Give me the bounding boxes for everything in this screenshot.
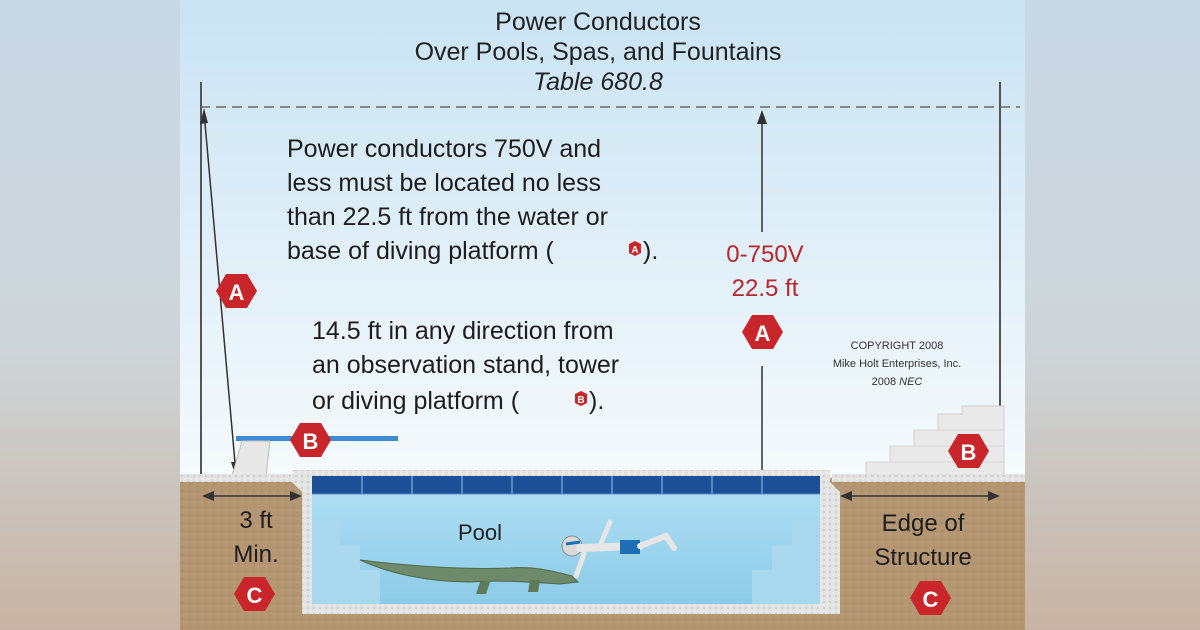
marker-b-stand: B bbox=[948, 434, 989, 468]
swimmer bbox=[561, 519, 677, 579]
copyright-code: NEC bbox=[899, 376, 922, 388]
distance-label: 22.5 ft bbox=[732, 275, 799, 302]
marker-c-right: C bbox=[910, 581, 951, 615]
copyright-line-2: Mike Holt Enterprises, Inc. bbox=[833, 358, 961, 370]
alligator bbox=[359, 559, 580, 594]
edge-arrow-left bbox=[840, 491, 852, 501]
inline-marker-b: B bbox=[575, 391, 587, 406]
edge-label-line-1: Edge of bbox=[882, 510, 965, 537]
marker-b-stand-label: B bbox=[961, 440, 977, 465]
right-background bbox=[1025, 0, 1200, 630]
sky bbox=[180, 0, 1025, 480]
edge-arrow-right bbox=[988, 491, 1000, 501]
left-deck bbox=[180, 474, 302, 482]
title-line-1: Power Conductors bbox=[495, 8, 701, 36]
diagram-panel: Power Conductors Over Pools, Spas, and F… bbox=[180, 0, 1025, 630]
diagonal-arrow-top bbox=[200, 108, 208, 124]
clearance-label-line-1: 3 ft bbox=[239, 507, 273, 534]
rule-a-line-1: Power conductors 750V and bbox=[287, 135, 601, 163]
marker-b-board-label: B bbox=[303, 429, 319, 454]
copyright-line-1: COPYRIGHT 2008 bbox=[851, 340, 944, 352]
vertical-arrow-top bbox=[757, 110, 767, 124]
rule-b-close: ). bbox=[589, 387, 604, 415]
pool-clearance-diagram: Power Conductors Over Pools, Spas, and F… bbox=[180, 0, 1025, 630]
marker-a-right: A bbox=[742, 315, 783, 349]
rule-a-line-4-text: base of diving platform ( bbox=[287, 237, 554, 265]
marker-a-left-label: A bbox=[229, 280, 245, 305]
left-background bbox=[0, 0, 180, 630]
rule-b-line-1: 14.5 ft in any direction from bbox=[312, 317, 614, 345]
rule-a-line-2: less must be located no less bbox=[287, 169, 601, 197]
inline-marker-a: A bbox=[629, 241, 641, 256]
rule-a-line-3: than 22.5 ft from the water or bbox=[287, 203, 608, 231]
pool-tile-band bbox=[312, 476, 820, 495]
rule-a-close: ). bbox=[643, 237, 658, 265]
voltage-label: 0-750V bbox=[726, 241, 803, 268]
marker-c-left-label: C bbox=[247, 583, 263, 608]
right-deck bbox=[832, 474, 1025, 482]
copyright-year: 2008 bbox=[872, 376, 900, 388]
marker-b-board: B bbox=[290, 423, 331, 457]
rule-a-line-4: base of diving platform ( bbox=[287, 237, 554, 265]
marker-c-left: C bbox=[234, 577, 275, 611]
inline-marker-b-label: B bbox=[577, 395, 584, 406]
inline-marker-a-label: A bbox=[631, 245, 638, 256]
marker-a-left: A bbox=[216, 274, 257, 308]
marker-a-right-label: A bbox=[755, 321, 771, 346]
title-line-3: Table 680.8 bbox=[533, 68, 663, 96]
three-foot-arrow-left bbox=[202, 491, 214, 501]
edge-label-line-2: Structure bbox=[874, 544, 971, 571]
marker-c-right-label: C bbox=[923, 587, 939, 612]
copyright-line-3: 2008 NEC bbox=[872, 376, 923, 388]
rule-b-line-2: an observation stand, tower bbox=[312, 351, 619, 379]
three-foot-arrow-right bbox=[290, 491, 302, 501]
title-line-2: Over Pools, Spas, and Fountains bbox=[415, 38, 782, 66]
pool-label: Pool bbox=[458, 520, 502, 545]
rule-b-line-3: or diving platform ( bbox=[312, 387, 520, 415]
clearance-label-line-2: Min. bbox=[233, 541, 278, 568]
pool-steps bbox=[312, 520, 820, 604]
